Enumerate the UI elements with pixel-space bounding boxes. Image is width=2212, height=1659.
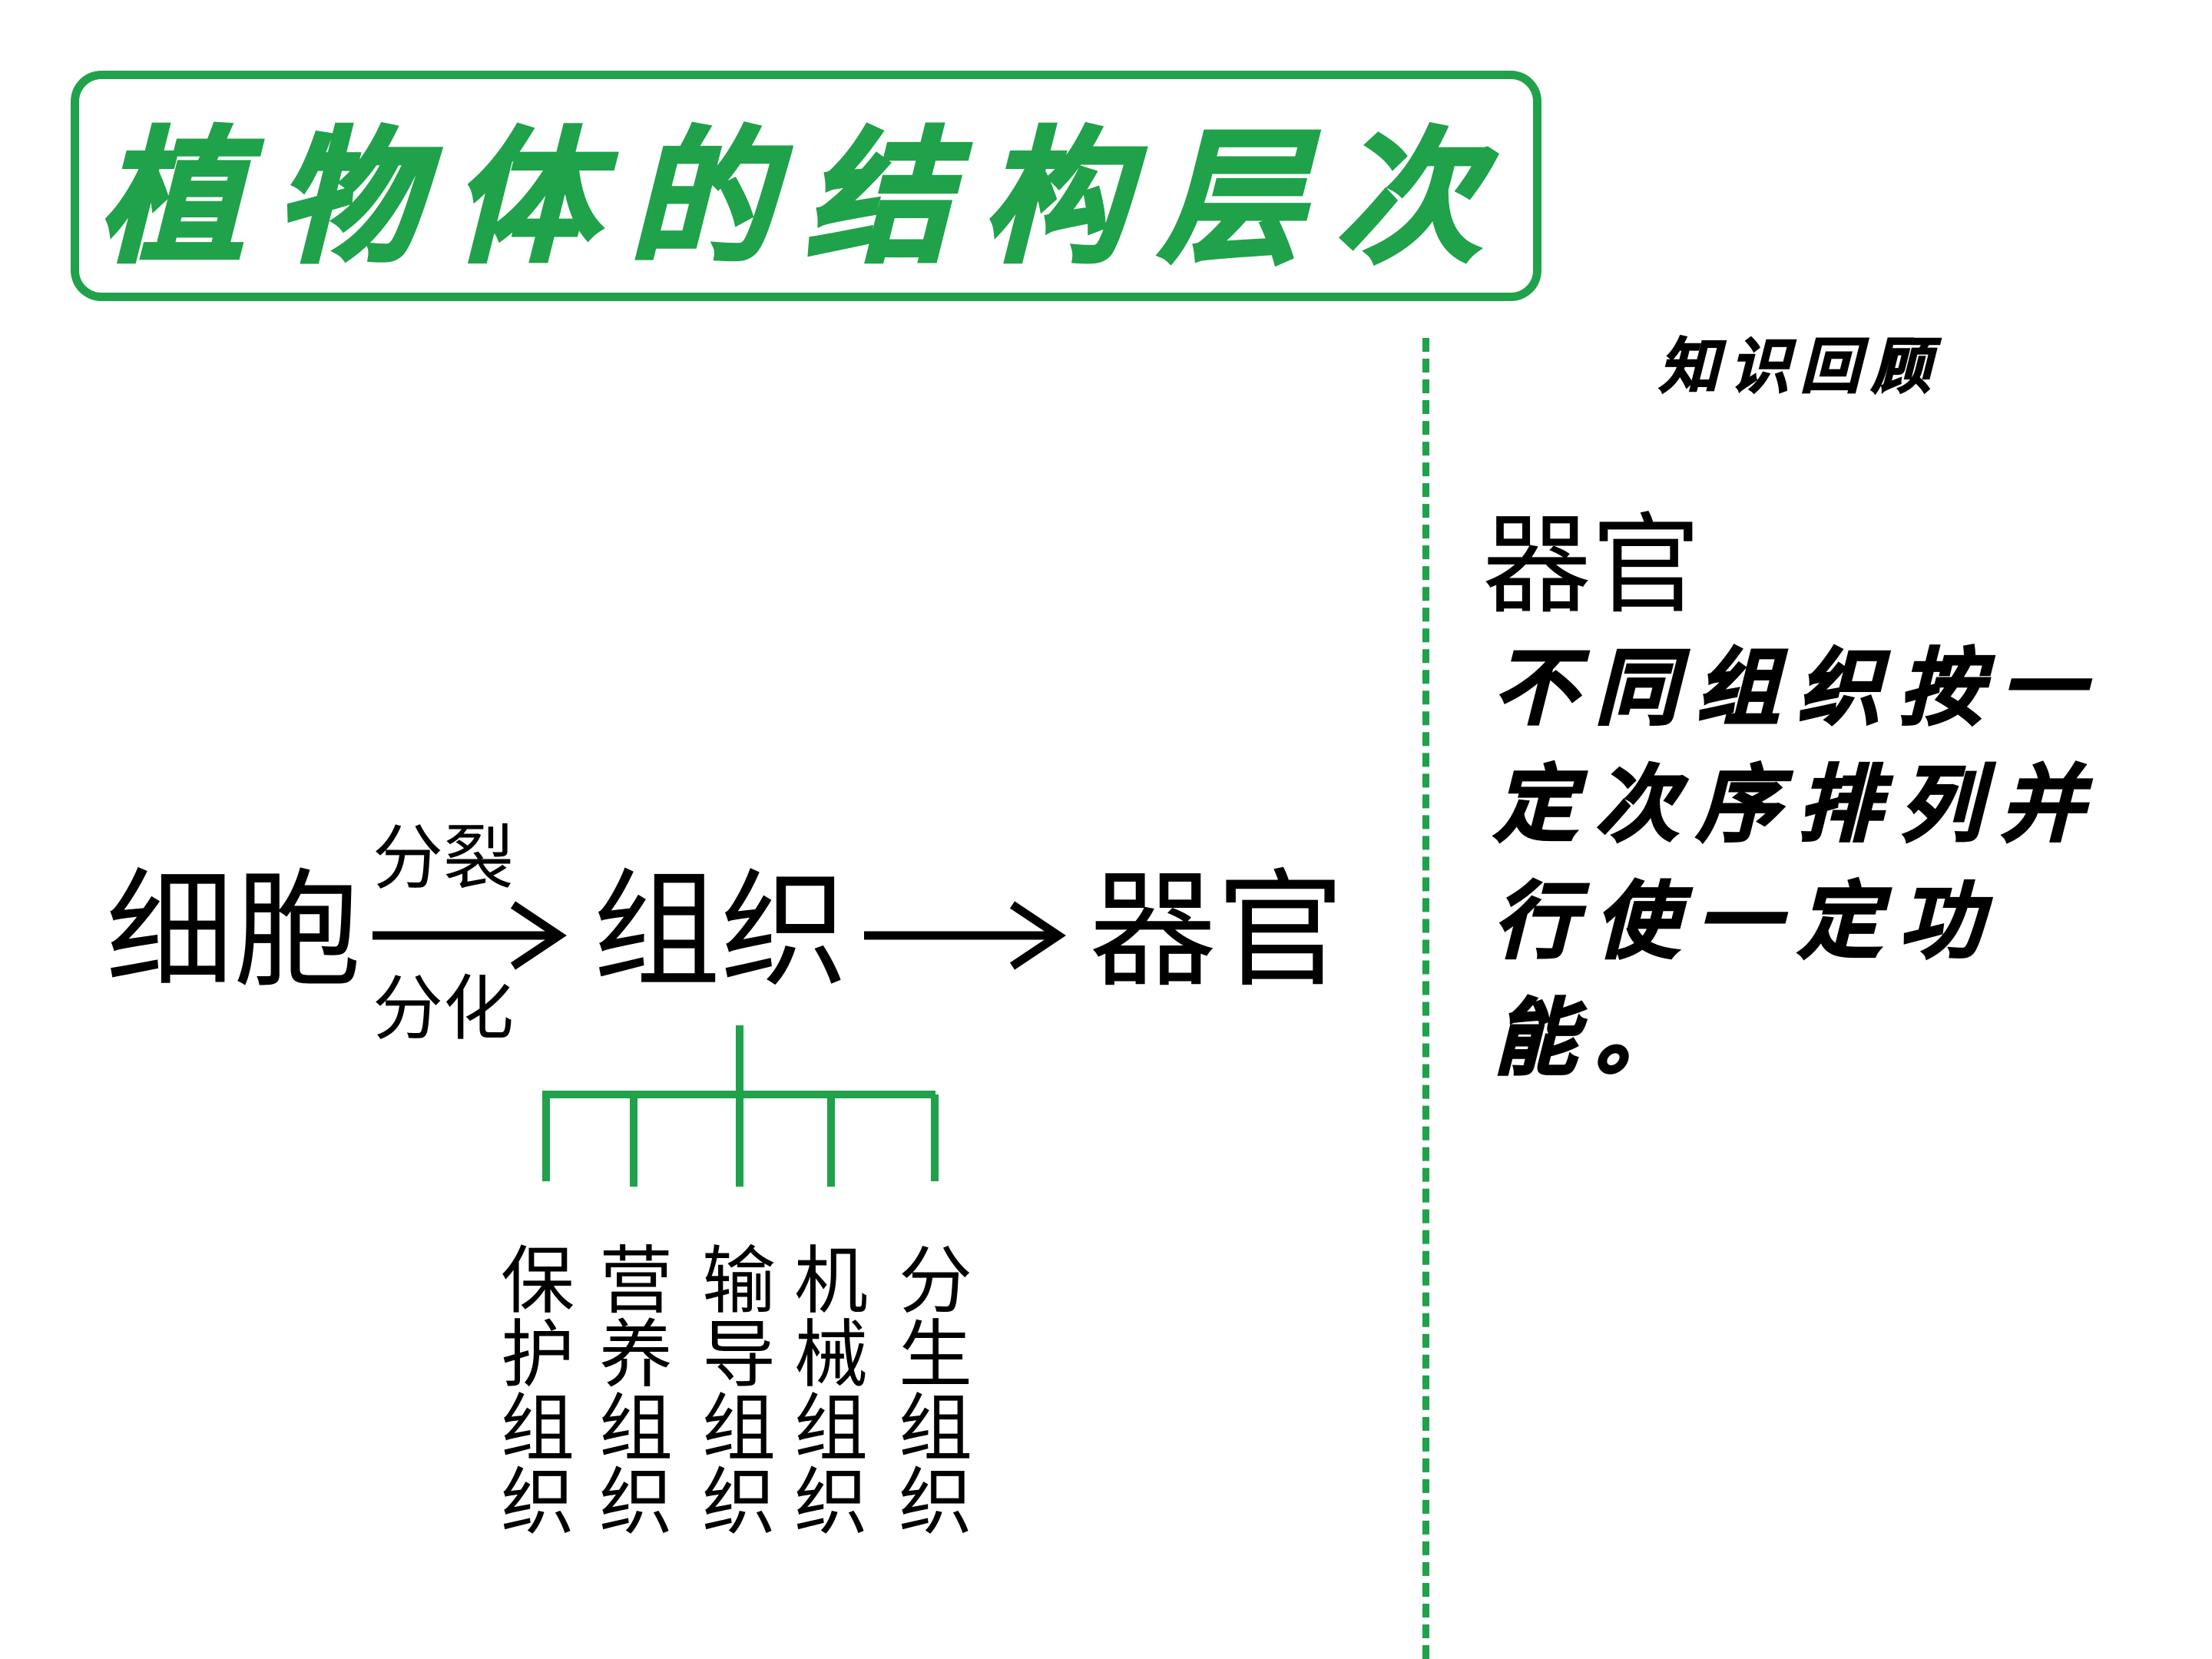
page-title: 植物体的结构层次	[98, 111, 1513, 285]
review-definition: 不同组织按一定次序排列并行使一定功能。	[1493, 639, 2103, 1088]
arrow-label-differentiation: 分化	[373, 968, 515, 1050]
tissue-type-conductive: 输导组织	[702, 1238, 776, 1545]
node-tissue: 组织	[593, 857, 848, 1005]
tissue-type-meristematic: 分生组织	[899, 1238, 972, 1545]
arrow-cell-to-tissue	[373, 901, 567, 970]
node-cell: 细胞	[106, 857, 361, 1005]
title-frame	[71, 71, 1541, 301]
node-organ: 器官	[1089, 857, 1344, 1005]
review-term: 器官	[1482, 502, 1700, 629]
tissue-type-nutritive: 营养组织	[599, 1238, 673, 1545]
dashed-divider	[1422, 338, 1429, 1659]
arrow-label-division: 分裂	[373, 817, 515, 899]
tissue-branch-bracket	[542, 1025, 939, 1187]
review-heading: 知识回顾	[1658, 331, 1942, 402]
tissue-type-mechanical: 机械组织	[794, 1238, 868, 1545]
tissue-type-protective: 保护组织	[501, 1238, 575, 1545]
arrow-tissue-to-organ	[864, 901, 1066, 970]
